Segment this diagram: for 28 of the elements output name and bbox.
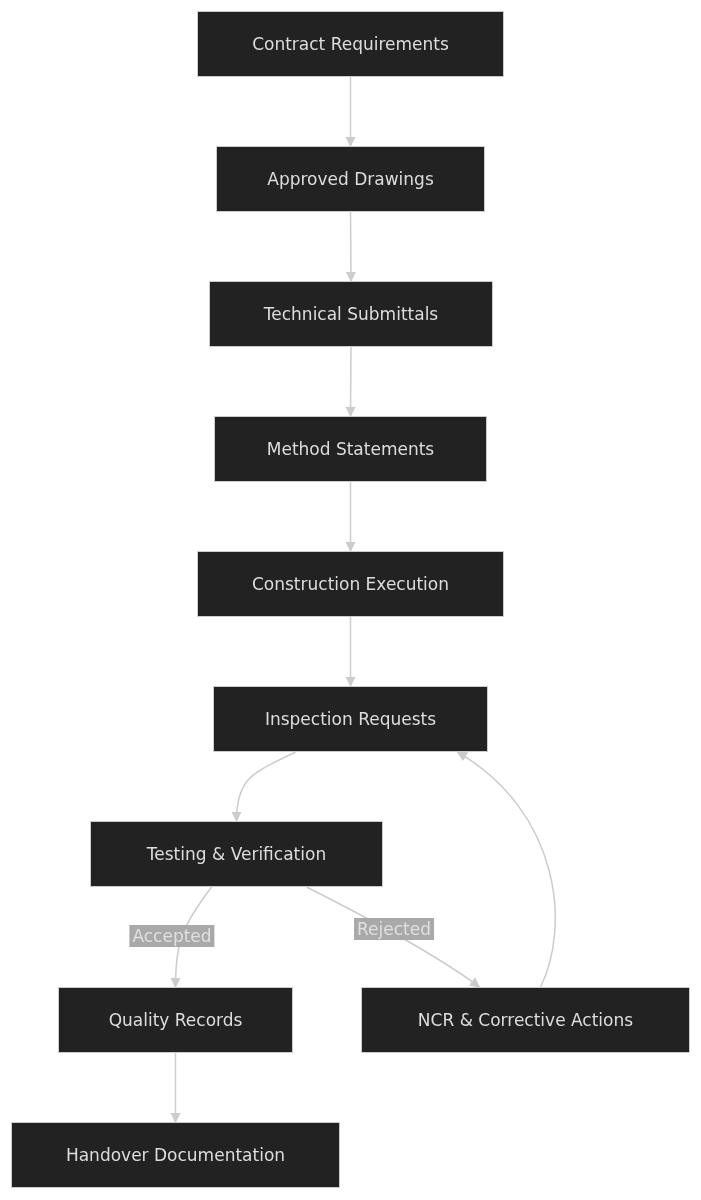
arrow <box>345 616 356 688</box>
node-label: Technical Submittals <box>263 304 439 324</box>
node-label: Construction Execution <box>251 574 450 594</box>
node-label: Contract Requirements <box>252 34 449 54</box>
process-box <box>214 416 487 482</box>
arrow <box>170 1052 181 1124</box>
process-box <box>361 987 690 1053</box>
node-label: Testing & Verification <box>146 844 327 864</box>
node-label: Method Statements <box>266 439 435 459</box>
arrow <box>345 76 356 148</box>
process-box <box>197 11 504 77</box>
process-box <box>209 281 493 347</box>
arrow <box>345 211 357 283</box>
process-box <box>213 686 488 752</box>
node-label: Quality Records <box>108 1010 243 1030</box>
process-box <box>216 146 485 212</box>
process-box <box>90 821 383 887</box>
node-label: Inspection Requests <box>264 709 437 729</box>
process-box <box>197 551 504 617</box>
node-label: Handover Documentation <box>65 1145 286 1165</box>
node-label: Approved Drawings <box>267 169 434 189</box>
process-box <box>11 1122 340 1188</box>
arrow <box>345 346 356 418</box>
arrow <box>456 751 556 988</box>
node-label: NCR & Corrective Actions <box>417 1010 634 1030</box>
arrow <box>345 481 356 553</box>
arrow <box>231 751 297 823</box>
process-box <box>58 987 293 1053</box>
